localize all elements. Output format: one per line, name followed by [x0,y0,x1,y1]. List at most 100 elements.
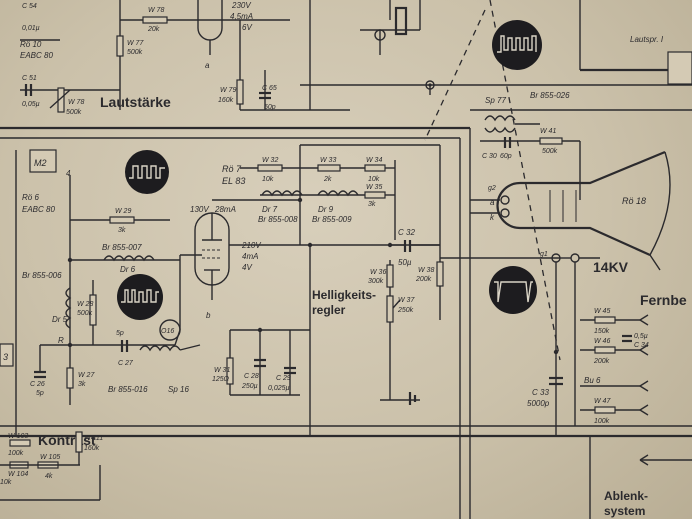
svg-text:Dr 6: Dr 6 [120,265,136,274]
svg-text:C 28: C 28 [244,373,259,380]
svg-text:3: 3 [3,352,8,362]
svg-text:50µ: 50µ [398,258,412,267]
svg-text:EL 83: EL 83 [222,176,245,186]
svg-text:2k: 2k [323,176,332,183]
svg-text:4mA: 4mA [242,252,258,261]
coil-dr6: Br 855-007 Dr 6 [102,243,155,274]
coil-dr9: Dr 9 Br 855-009 [312,190,359,224]
svg-text:W 78: W 78 [68,99,84,106]
resistor-w34: W 34 10k [364,157,386,183]
svg-text:W 32: W 32 [262,157,278,164]
top-left-parts: C 54 0,01µ Rö 10 EABC 80 C 51 0,05µ W 78… [20,3,171,116]
svg-text:W 29: W 29 [115,208,131,215]
svg-text:500k: 500k [77,310,93,317]
lautstarke-label: Lautstärke [100,94,171,110]
svg-text:500k: 500k [127,49,143,56]
svg-text:100k: 100k [594,418,610,425]
svg-text:C 51: C 51 [22,75,37,82]
svg-text:10k: 10k [0,479,12,486]
tube-top: a [197,0,223,70]
svg-text:10k: 10k [262,176,274,183]
svg-text:50p: 50p [264,104,276,111]
svg-text:Br 855-016: Br 855-016 [108,385,148,394]
svg-text:Br 855-007: Br 855-007 [102,243,142,252]
svg-text:10k: 10k [368,176,380,183]
svg-text:W 33: W 33 [320,157,336,164]
top-center-parts: W 78 20k W 77 500k 230V 4,5mA 6V W 79 16… [116,1,435,111]
svg-text:130V: 130V [190,205,209,214]
svg-text:Dr 5: Dr 5 [52,315,68,324]
svg-text:210V: 210V [241,241,261,250]
svg-text:Br 855-026: Br 855-026 [530,91,570,100]
svg-text:Dr 9: Dr 9 [318,205,334,214]
svg-text:C 34: C 34 [634,342,649,349]
resistor-w33: W 33 2k [300,157,365,183]
helligkeitsregler-label-1: Helligkeits- [312,288,376,302]
svg-text:EABC 80: EABC 80 [20,51,53,60]
svg-text:Dr 7: Dr 7 [262,205,278,214]
coil-dr7: Dr 7 Br 855-008 [258,190,303,224]
svg-text:Rö 7: Rö 7 [222,164,242,174]
svg-text:W 34: W 34 [366,157,382,164]
svg-text:C 27: C 27 [118,360,134,367]
svg-text:W 27: W 27 [78,372,95,379]
ablenksystem-label-2: system [604,504,645,518]
svg-text:Br 855-008: Br 855-008 [258,215,298,224]
coil-o16: O16 Br 855-016 Sp 16 [108,319,189,394]
svg-text:4,5mA: 4,5mA [230,12,253,21]
svg-text:5000p: 5000p [527,399,550,408]
svg-text:W 47: W 47 [594,398,611,405]
svg-text:0,05µ: 0,05µ [22,101,40,108]
tube-ro7: Rö 7 EL 83 130V 28mA b [180,164,245,320]
svg-text:3k: 3k [368,201,376,208]
resistor-w27: W 27 3k [66,345,95,405]
svg-text:Br 855-006: Br 855-006 [22,271,62,280]
svg-text:160k: 160k [84,445,100,452]
svg-text:250k: 250k [397,307,414,314]
resistor-w38: W 38 200k [415,261,444,287]
ground-symbols [179,344,417,405]
svg-text:W 105: W 105 [40,454,60,461]
svg-text:0,5µ: 0,5µ [634,333,648,340]
resistor-w29: W 29 3k [109,208,135,234]
svg-text:500k: 500k [542,148,558,155]
svg-text:W 103: W 103 [8,433,28,440]
svg-text:R: R [58,336,64,345]
remote-connector-section: Fernbe W 45 150k W 46 200k Bu 6 W 47 100… [580,292,692,466]
ablenksystem-label-1: Ablenk- [604,489,648,503]
svg-text:g2: g2 [488,185,496,192]
svg-text:160k: 160k [218,97,234,104]
waveform-inset-4 [489,266,537,314]
svg-text:4: 4 [66,169,71,178]
svg-text:C 54: C 54 [22,3,37,10]
svg-text:Br 855-009: Br 855-009 [312,215,352,224]
svg-text:W 111: W 111 [84,435,103,442]
helligkeitsregler-label-2: regler [312,303,346,317]
lautspr-label: Lautspr. I [630,35,664,44]
svg-text:W 35: W 35 [366,184,382,191]
svg-text:W 79: W 79 [220,87,236,94]
svg-text:60p: 60p [500,153,512,160]
crt-tube-ro18: Rö 18 g2 a k g1 14KV [470,150,671,436]
svg-text:C 26: C 26 [30,381,45,388]
svg-text:20k: 20k [147,26,160,33]
svg-text:C 30: C 30 [482,153,497,160]
svg-text:W 104: W 104 [8,471,28,478]
svg-text:W 77: W 77 [127,40,144,47]
svg-text:C 32: C 32 [398,228,415,237]
svg-text:k: k [490,213,495,222]
dashed-link-lines [424,0,561,361]
svg-text:230V: 230V [231,1,251,10]
kontrast-section: Kontrast W 103 100k W 104 10k W 105 4k W… [0,431,103,501]
m2-label: M2 [34,158,47,168]
cathode-group: W 31 125Ω C 28 250µ C 29 0,025µ [212,330,300,396]
svg-text:150k: 150k [594,328,610,335]
svg-text:3k: 3k [118,227,126,234]
svg-text:200k: 200k [415,276,432,283]
svg-text:W 37: W 37 [398,297,415,304]
svg-text:4k: 4k [45,473,53,480]
capacitor-c32: C 32 50µ [390,228,440,267]
svg-text:b: b [206,311,211,320]
